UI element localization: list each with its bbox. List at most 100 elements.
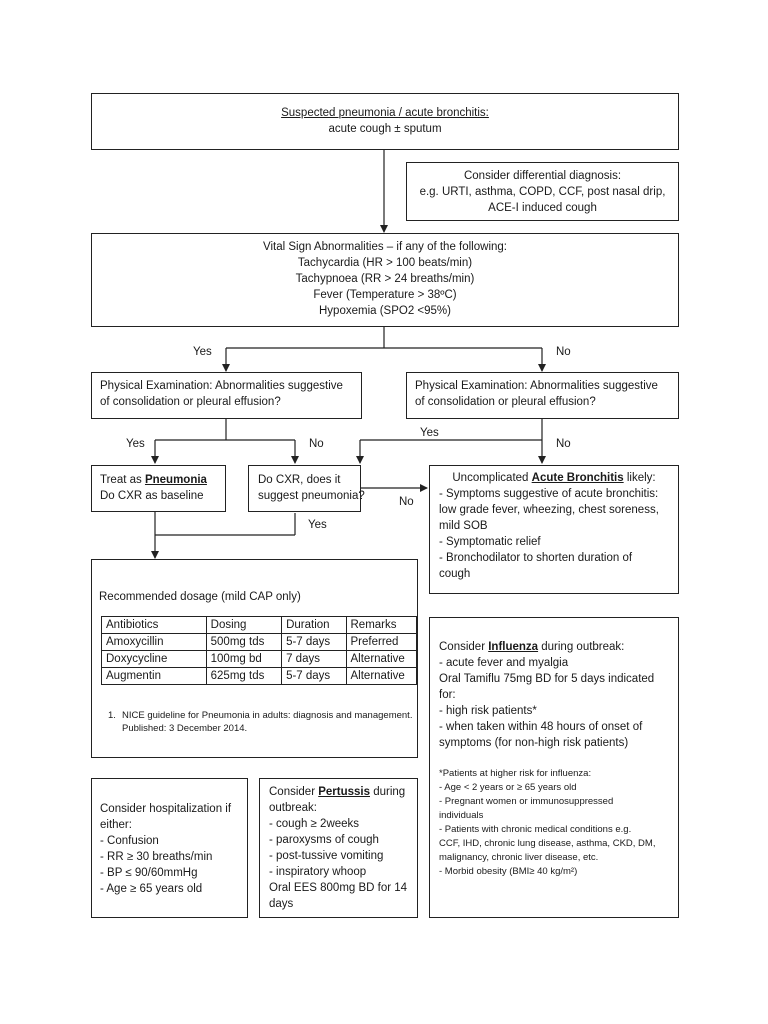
hospitalization-box: Consider hospitalization if either: - Co… [91, 778, 248, 918]
cxr-line: Do CXR, does it [258, 474, 341, 486]
table-cell: Augmentin [101, 667, 207, 685]
vitals-line: Fever (Temperature > 38ºC) [313, 289, 457, 301]
footnote-line: NICE guideline for Pneumonia in adults: … [122, 710, 413, 721]
table-cell: 7 days [281, 650, 347, 668]
bronchitis-heading: Uncomplicated Acute Bronchitis likely: [430, 471, 678, 487]
footnote-line: Published: 3 December 2014. [122, 723, 248, 734]
bronchitis-line: - Symptoms suggestive of acute bronchiti… [439, 488, 659, 500]
col-dosing: Dosing [205, 616, 283, 634]
hospital-line: - BP ≤ 90/60mmHg [100, 867, 198, 879]
influenza-suffix: during outbreak: [538, 641, 625, 653]
pertussis-bold: Pertussis [318, 786, 370, 798]
influenza-bold: Influenza [488, 641, 539, 653]
exam-right-line: of consolidation or pleural effusion? [415, 396, 596, 408]
dosage-box: Recommended dosage (mild CAP only) Antib… [91, 559, 418, 758]
hospital-line: Consider hospitalization if [100, 803, 232, 815]
exam-left-line: of consolidation or pleural effusion? [100, 396, 281, 408]
label-no-exam-right: No [556, 438, 571, 450]
dosage-table-header: Antibiotics Dosing Duration Remarks [101, 616, 417, 634]
table-cell: Doxycycline [101, 650, 207, 668]
influenza-line: - when taken within 48 hours of onset of [439, 721, 643, 733]
exam-left-line: Physical Examination: Abnormalities sugg… [100, 380, 343, 392]
table-cell: Preferred [345, 633, 417, 651]
treat-pneumonia-bold: Pneumonia [144, 474, 207, 486]
bronchitis-suffix: likely: [623, 472, 656, 484]
risk-line: - Patients with chronic medical conditio… [439, 824, 632, 835]
pertussis-prefix: Consider [269, 786, 319, 798]
physical-exam-right-box: Physical Examination: Abnormalities sugg… [406, 372, 679, 419]
influenza-line: - acute fever and myalgia [439, 657, 569, 669]
vitals-line: Tachycardia (HR > 100 beats/min) [297, 257, 473, 269]
influenza-line: Oral Tamiflu 75mg BD for 5 days indicate… [439, 673, 655, 685]
exam-right-line: Physical Examination: Abnormalities sugg… [415, 380, 658, 392]
physical-exam-left-box: Physical Examination: Abnormalities sugg… [91, 372, 362, 419]
vitals-line: Tachypnoea (RR > 24 breaths/min) [295, 273, 475, 285]
risk-line: - Pregnant women or immunosuppressed [439, 796, 614, 807]
pertussis-suffix: during [370, 786, 406, 798]
pertussis-heading: Consider Pertussis during [269, 785, 405, 801]
differential-diagnosis-box: Consider differential diagnosis: e.g. UR… [406, 162, 679, 221]
hospital-line: - Age ≥ 65 years old [100, 883, 203, 895]
bronchitis-line: - Symptomatic relief [439, 536, 541, 548]
bronchitis-line: low grade fever, wheezing, chest sorenes… [439, 504, 659, 516]
treat-pneumonia-box: Treat as Pneumonia Do CXR as baseline [91, 465, 226, 512]
vitals-line: Hypoxemia (SPO2 <95%) [319, 305, 451, 317]
bronchitis-line: - Bronchodilator to shorten duration of [439, 552, 633, 564]
treat-prefix: Treat as [100, 474, 145, 486]
risk-title: *Patients at higher risk for influenza: [439, 768, 592, 779]
risk-line: - Age < 2 years or ≥ 65 years old [439, 782, 577, 793]
label-yes-vitals: Yes [193, 346, 212, 358]
treat-line-2: Do CXR as baseline [100, 490, 204, 502]
pertussis-box: Consider Pertussis during outbreak: - co… [259, 778, 418, 918]
table-cell: 500mg tds [205, 633, 283, 651]
table-cell: 5-7 days [281, 633, 347, 651]
influenza-line: symptoms (for non-high risk patients) [439, 737, 629, 749]
influenza-box: Consider Influenza during outbreak: - ac… [429, 617, 679, 918]
risk-line: - Morbid obesity (BMI≥ 40 kg/m²) [439, 866, 578, 877]
differential-line: e.g. URTI, asthma, COPD, CCF, post nasal… [419, 186, 666, 198]
influenza-line: - high risk patients* [439, 705, 537, 717]
bronchitis-prefix: Uncomplicated [452, 472, 532, 484]
col-remarks: Remarks [345, 616, 417, 634]
table-row: Amoxycillin 500mg tds 5-7 days Preferred [101, 633, 417, 651]
cxr-question-box: Do CXR, does it suggest pneumonia? [248, 465, 365, 512]
table-row: Augmentin 625mg tds 5-7 days Alternative [101, 667, 417, 685]
suspected-pneumonia-box: Suspected pneumonia / acute bronchitis: … [91, 93, 679, 150]
acute-bronchitis-box: Uncomplicated Acute Bronchitis likely: -… [429, 465, 679, 594]
col-duration: Duration [281, 616, 347, 634]
dosage-title: Recommended dosage (mild CAP only) [99, 591, 301, 603]
vital-signs-box: Vital Sign Abnormalities – if any of the… [91, 233, 679, 327]
label-no-cxr: No [399, 496, 414, 508]
footnote-number: 1. [108, 710, 116, 721]
label-yes-cxr: Yes [308, 519, 327, 531]
risk-line: individuals [439, 810, 484, 821]
pertussis-line: Oral EES 800mg BD for 14 [269, 882, 408, 894]
pertussis-line: - paroxysms of cough [269, 834, 379, 846]
bronchitis-line: cough [439, 568, 471, 580]
label-no-exam-left: No [309, 438, 324, 450]
hospital-line: - RR ≥ 30 breaths/min [100, 851, 213, 863]
label-yes-exam-left: Yes [126, 438, 145, 450]
table-cell: Alternative [345, 650, 417, 668]
bronchitis-line: mild SOB [439, 520, 488, 532]
risk-line: malignancy, chronic liver disease, etc. [439, 852, 599, 863]
col-antibiotics: Antibiotics [101, 616, 207, 634]
differential-line: ACE-I induced cough [488, 202, 597, 214]
risk-line: CCF, IHD, chronic lung disease, asthma, … [439, 838, 656, 849]
table-cell: 100mg bd [205, 650, 283, 668]
hospital-line: either: [100, 819, 132, 831]
table-cell: 5-7 days [281, 667, 347, 685]
pertussis-line: - inspiratory whoop [269, 866, 367, 878]
influenza-prefix: Consider [439, 641, 489, 653]
pertussis-line: outbreak: [269, 802, 317, 814]
table-cell: Amoxycillin [101, 633, 207, 651]
influenza-line: for: [439, 689, 456, 701]
pertussis-line: - cough ≥ 2weeks [269, 818, 360, 830]
label-yes-exam-right: Yes [420, 427, 439, 439]
pertussis-line: - post-tussive vomiting [269, 850, 384, 862]
vitals-line: Vital Sign Abnormalities – if any of the… [263, 241, 507, 253]
suspected-pneumonia-heading: Suspected pneumonia / acute bronchitis: [281, 107, 489, 119]
table-cell: Alternative [345, 667, 417, 685]
pertussis-line: days [269, 898, 294, 910]
